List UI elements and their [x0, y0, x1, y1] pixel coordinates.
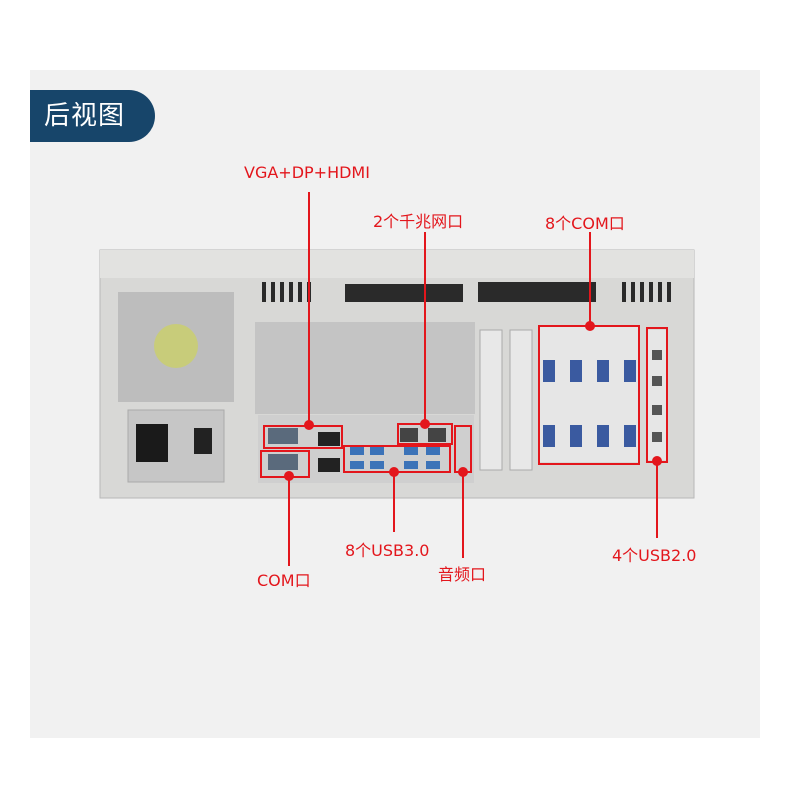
- vga-dp-hdmi-box: [263, 425, 343, 449]
- com-dot: [284, 471, 294, 481]
- vga-line: [308, 192, 310, 425]
- usb2-box: [646, 327, 668, 463]
- label-audio: 音频口: [438, 565, 487, 584]
- label-lan: 2个千兆网口: [373, 212, 464, 231]
- label-usb3: 8个USB3.0: [345, 541, 430, 560]
- audio-box: [454, 425, 472, 473]
- com8-box: [538, 325, 640, 465]
- vga-dot: [304, 420, 314, 430]
- label-com8: 8个COM口: [545, 214, 625, 233]
- label-com: COM口: [257, 571, 311, 590]
- lan-line: [424, 232, 426, 424]
- usb3-dot: [389, 467, 399, 477]
- com-line: [288, 476, 290, 566]
- page-title: 后视图: [30, 90, 155, 142]
- audio-dot: [458, 467, 468, 477]
- usb3-line: [393, 472, 395, 532]
- usb2-dot: [652, 456, 662, 466]
- audio-line: [462, 472, 464, 558]
- label-usb2: 4个USB2.0: [612, 546, 697, 565]
- com8-dot: [585, 321, 595, 331]
- com8-line: [589, 232, 591, 326]
- lan-dot: [420, 419, 430, 429]
- label-vga-dp-hdmi: VGA+DP+HDMI: [244, 163, 370, 182]
- usb2-line: [656, 460, 658, 538]
